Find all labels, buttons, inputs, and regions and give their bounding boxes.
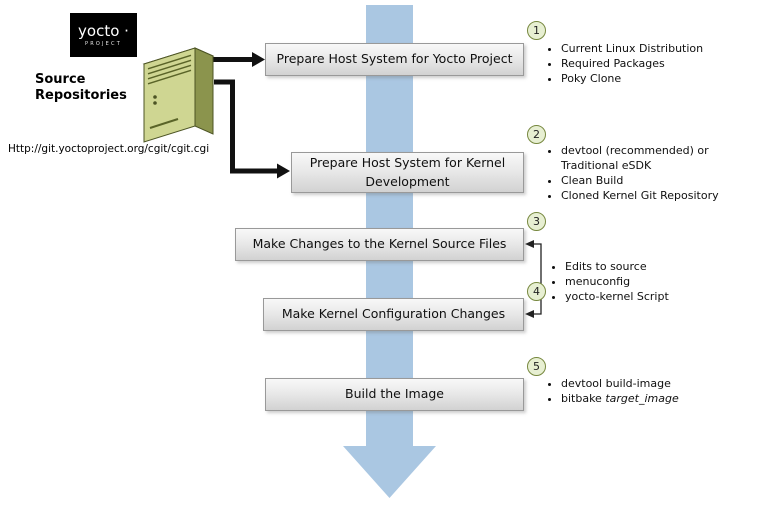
bullet-item: bitbake target_image xyxy=(561,391,746,406)
bullet-text-italic: target_image xyxy=(605,392,679,405)
step-number-4: 4 xyxy=(527,282,546,301)
server-lower-slot xyxy=(149,118,179,129)
source-repositories-line1: Source xyxy=(35,72,86,87)
steps-3-4-shared-bullet-list: Edits to source menuconfig yocto-kernel … xyxy=(552,259,712,304)
bullet-text-prefix: bitbake xyxy=(561,392,606,405)
source-repository-url: Http://git.yoctoproject.org/cgit/cgit.cg… xyxy=(8,143,210,155)
yocto-logo-text: yocto · xyxy=(78,22,129,40)
step-box-make-config-changes: Make Kernel Configuration Changes xyxy=(263,298,524,331)
source-repositories-label: Source Repositories xyxy=(35,72,127,104)
server-drive-bays xyxy=(147,54,192,85)
step-number-5: 5 xyxy=(527,357,546,376)
step-number-3: 3 xyxy=(527,212,546,231)
bullet-item: Poky Clone xyxy=(561,71,748,86)
step-5-bullet-list: devtool build-image bitbake target_image xyxy=(548,376,746,406)
bullet-item: devtool (recommended) or Traditional eSD… xyxy=(561,143,733,173)
yocto-logo: yocto · PROJECT xyxy=(70,13,137,57)
bullet-item: Required Packages xyxy=(561,56,748,71)
bullet-item: menuconfig xyxy=(565,274,712,289)
server-illustration xyxy=(142,47,215,143)
step-box-build-image: Build the Image xyxy=(265,378,524,411)
bullet-item: devtool build-image xyxy=(561,376,746,391)
step-box-prepare-host-yocto: Prepare Host System for Yocto Project xyxy=(265,43,524,76)
step-1-bullet-list: Current Linux Distribution Required Pack… xyxy=(548,41,748,86)
steps-3-4-bracket xyxy=(525,240,542,318)
bullet-item: Edits to source xyxy=(565,259,712,274)
step-number-1: 1 xyxy=(527,21,546,40)
server-to-step2-arrow xyxy=(214,79,290,179)
step-number-2: 2 xyxy=(527,125,546,144)
bullet-item: yocto-kernel Script xyxy=(565,289,712,304)
server-button xyxy=(153,95,157,99)
yocto-logo-subtitle: PROJECT xyxy=(84,41,122,47)
server-button xyxy=(153,101,157,105)
step-2-bullet-list: devtool (recommended) or Traditional eSD… xyxy=(548,143,733,203)
step-box-prepare-host-kernel: Prepare Host System for Kernel Developme… xyxy=(291,152,524,193)
step-box-make-source-changes: Make Changes to the Kernel Source Files xyxy=(235,228,524,261)
source-repositories-line2: Repositories xyxy=(35,88,127,103)
server-to-step1-arrow xyxy=(213,52,265,67)
bullet-item: Cloned Kernel Git Repository xyxy=(561,188,733,203)
bullet-item: Clean Build xyxy=(561,173,733,188)
bullet-item: Current Linux Distribution xyxy=(561,41,748,56)
